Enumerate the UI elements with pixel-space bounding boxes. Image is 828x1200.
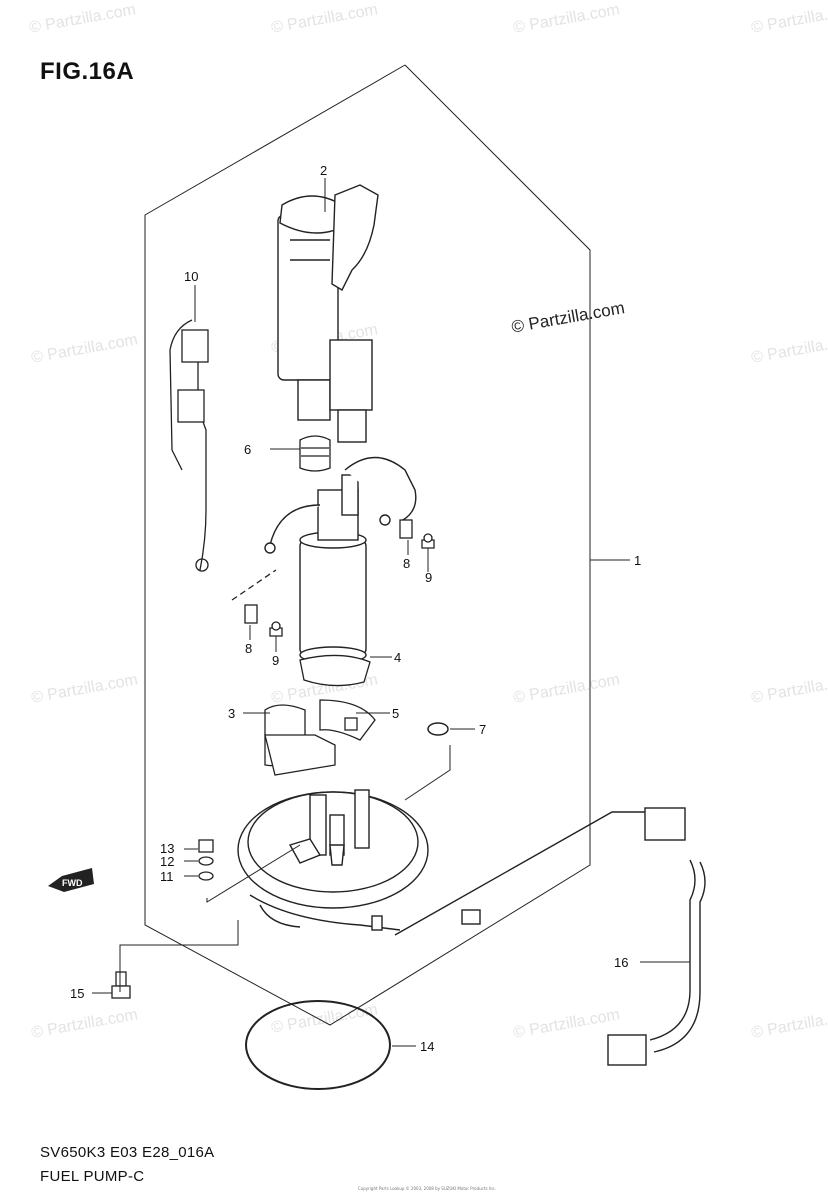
- callout-16: 16: [614, 955, 628, 970]
- forward-arrow: FWD: [48, 868, 94, 892]
- callout-1: 1: [634, 553, 641, 568]
- callout-14: 14: [420, 1039, 434, 1054]
- pump-bracket: [264, 704, 336, 776]
- callout-9-right: 9: [425, 570, 432, 585]
- pump-seal: [319, 699, 376, 741]
- figure-code: SV650K3 E03 E28_016A: [40, 1144, 215, 1161]
- callout-3: 3: [228, 706, 235, 721]
- fuel-filter-housing: [277, 184, 379, 443]
- fixing-bolt: [111, 971, 131, 999]
- callout-2: 2: [320, 163, 327, 178]
- figure-name: FUEL PUMP-C: [40, 1168, 145, 1185]
- bracket-screw-right: [399, 519, 435, 549]
- pump-cushion: [299, 435, 331, 472]
- callout-12: 12: [160, 854, 174, 869]
- callout-8-right: 8: [403, 556, 410, 571]
- callout-10: 10: [184, 269, 198, 284]
- callout-11: 11: [160, 869, 174, 884]
- leader-lines: [92, 178, 690, 1047]
- fuel-hose: [394, 807, 706, 1066]
- callout-4: 4: [394, 650, 401, 665]
- figure-title: FIG.16A: [40, 58, 135, 85]
- pump-holder: [299, 654, 371, 687]
- callout-15: 15: [70, 986, 84, 1001]
- nut-washer-stack: [198, 839, 214, 881]
- pump-plate: [237, 789, 481, 931]
- callout-13: 13: [160, 841, 174, 856]
- callout-9-left: 9: [272, 653, 279, 668]
- lead-wire: [169, 319, 209, 572]
- callout-8-left: 8: [245, 641, 252, 656]
- callout-5: 5: [392, 706, 399, 721]
- assembly-boundary: [144, 64, 591, 1026]
- fuel-pump-motor: [264, 456, 417, 664]
- copyright-notice: Copyright Parts Lookup © 2003, 2008 by S…: [358, 1186, 496, 1191]
- callout-7: 7: [479, 722, 486, 737]
- bracket-screw-left: [231, 569, 283, 637]
- o-ring-small: [427, 722, 449, 736]
- tank-gasket: [245, 1000, 391, 1090]
- forward-label: FWD: [62, 878, 83, 888]
- callout-6: 6: [244, 442, 251, 457]
